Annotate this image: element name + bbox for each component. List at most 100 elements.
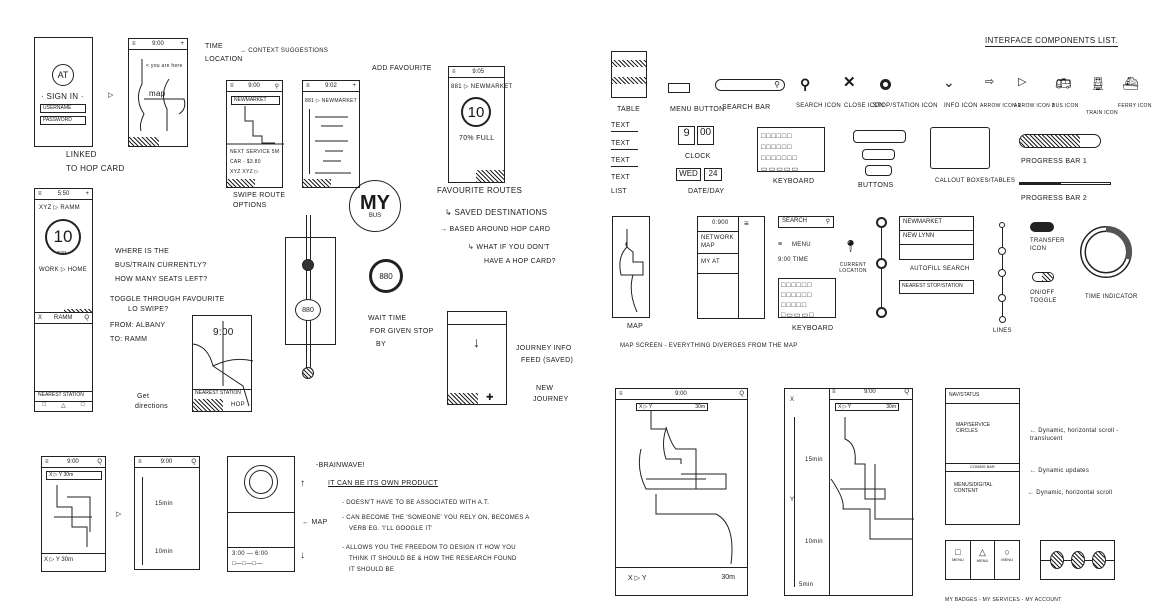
note: JOURNEY [533,396,569,403]
tab-bar[interactable] [227,179,255,187]
bus-phone: ≡5:50+ XYZ ▷ RAMM 10 mins WORK ▷ HOME [34,188,93,320]
menu-item[interactable]: MY AT [701,259,720,265]
trip-field[interactable]: X ▷ Y 30m [46,471,102,480]
service-circle-inner [249,470,273,494]
on-off-toggle[interactable] [1032,272,1054,282]
time: 0:900 [712,220,729,226]
nearest-station[interactable]: NEAREST STATION [35,391,92,400]
label: PROGRESS BAR 1 [1021,158,1088,165]
slider-icon[interactable]: □—□—□— [232,561,263,567]
label: SWIPE ROUTE [233,192,286,199]
arrow-icon: ▷ [108,92,114,99]
favourite-toggle[interactable]: WORK ▷ HOME [39,267,87,273]
keyboard: □□□□□□□□□□□□ □□□□□□▭▭▭□ [778,278,836,319]
route-title: XYZ ▷ RAMM [39,205,80,211]
callout-box [930,127,990,169]
password-field[interactable]: PASSWORD [40,116,86,125]
map-lines [830,417,914,540]
search-field[interactable]: NEWMARKET [231,96,280,105]
page-title: INTERFACE COMPONENTS LIST. [985,36,1118,47]
nav-status-section: NAV/STATUS [946,389,1019,404]
duration: 15min [155,501,173,507]
note: ← MAP [302,519,328,526]
menu-button[interactable] [668,83,690,93]
tab-bar[interactable] [476,170,504,182]
label: KEYBOARD [773,178,815,185]
occupancy-phone: ≡9:05 881 ▷ NEWMARKET 10 70% FULL [448,66,512,183]
tab-bar[interactable] [193,399,223,411]
divider [448,324,506,325]
tab[interactable]: △MENU [971,541,996,579]
label: INFO ICON [944,103,978,109]
button[interactable] [865,165,892,176]
arrow-down-icon: ↓ [473,334,481,350]
search-field[interactable]: SEARCH⚲ [778,216,834,228]
label: MENU BUTTON [670,106,725,113]
arrow-icon: ⇨ [985,76,995,88]
note: ↳ WHAT IF YOU DON'T [468,244,550,251]
menus-section: MENUS/DIGITAL CONTENT [954,482,993,494]
tab[interactable] [1050,551,1064,569]
note: → BASED AROUND HOP CARD [440,226,551,233]
autofill-option[interactable]: NEW LYNN [900,231,973,245]
status-bar: ≡9:02+ [303,81,359,92]
line-node [998,247,1006,255]
tab-bar[interactable] [129,137,159,146]
journey-circle-phone: 3:00 — 6:00 □—□—□— [227,456,295,572]
menu-icon: ≡ [778,241,783,248]
route-line [306,215,308,370]
progress-fill [1020,135,1080,147]
tab-bar[interactable] [448,393,478,404]
note: WAIT TIME [368,315,407,322]
timeline [794,417,795,587]
nearest-stop-button[interactable]: NEAREST STOP/STATION [899,280,974,294]
layout-stack: NAV/STATUS MAP/SERVICE CIRCLES COMMS BAR… [945,388,1020,525]
label: ARROW ICON 1 [980,103,1021,109]
nearest-station[interactable]: NEAREST STATION [193,389,251,398]
label: CLOCK [685,153,711,160]
arrow-down-icon: ↓ [300,550,306,561]
note: - DOESN'T HAVE TO BE ASSOCIATED WITH A.T… [342,500,490,506]
progress-bar-1 [1019,134,1101,148]
signin-phone: AT · SIGN IN · USERNAME PASSWORD [34,37,93,147]
stop-circle[interactable]: 880 [295,299,321,321]
button[interactable] [862,149,895,160]
tab[interactable] [1071,551,1085,569]
stop-circle-large: 880 [369,259,403,293]
tab-bar: □MENU △MENU ○MENU [945,540,1020,580]
annotation: ← Dynamic updates [1030,468,1090,474]
search-bar[interactable]: ⚲ [715,79,785,91]
timeline [142,477,143,565]
tab[interactable] [1092,551,1106,569]
menu-item[interactable]: NETWORK MAP [701,235,734,249]
tab[interactable]: ○MENU [1001,547,1014,562]
menu-icon[interactable]: ≡ [744,219,749,228]
note: to HOP card [66,164,125,173]
info-icon: ⌄ [943,74,956,90]
directions-phone: 9:00 NEAREST STATION HOP [192,315,254,412]
tab-bar[interactable] [303,179,331,187]
username-field[interactable]: USERNAME [40,104,86,113]
note: NEW [536,385,554,392]
count-circle: 10 [461,97,491,127]
tab[interactable]: □MENU [946,541,971,579]
label: ARROW ICON 2 [1014,103,1055,109]
progress-fill [1020,183,1061,184]
note: -BRAINWAVE! [316,462,365,469]
button[interactable] [853,130,906,143]
note: - CAN BECOME THE 'SOMEONE' YOU RELY ON, … [342,515,530,521]
tab-bar[interactable]: □△□ [35,401,92,411]
route-option[interactable]: XYZ XYZ ▷ [230,169,259,175]
note: HAVE A HOP CARD? [484,258,556,265]
hop-tab[interactable]: HOP [231,401,245,408]
divider [228,512,294,513]
new-journey-button[interactable]: ✚ [486,391,494,402]
route-phone: ≡9:00⚲ NEWMARKET NEXT SERVICE 5M CAR - $… [226,80,284,188]
autofill-option[interactable]: NEWMARKET [900,217,973,231]
progress-bar-2 [1019,182,1111,185]
